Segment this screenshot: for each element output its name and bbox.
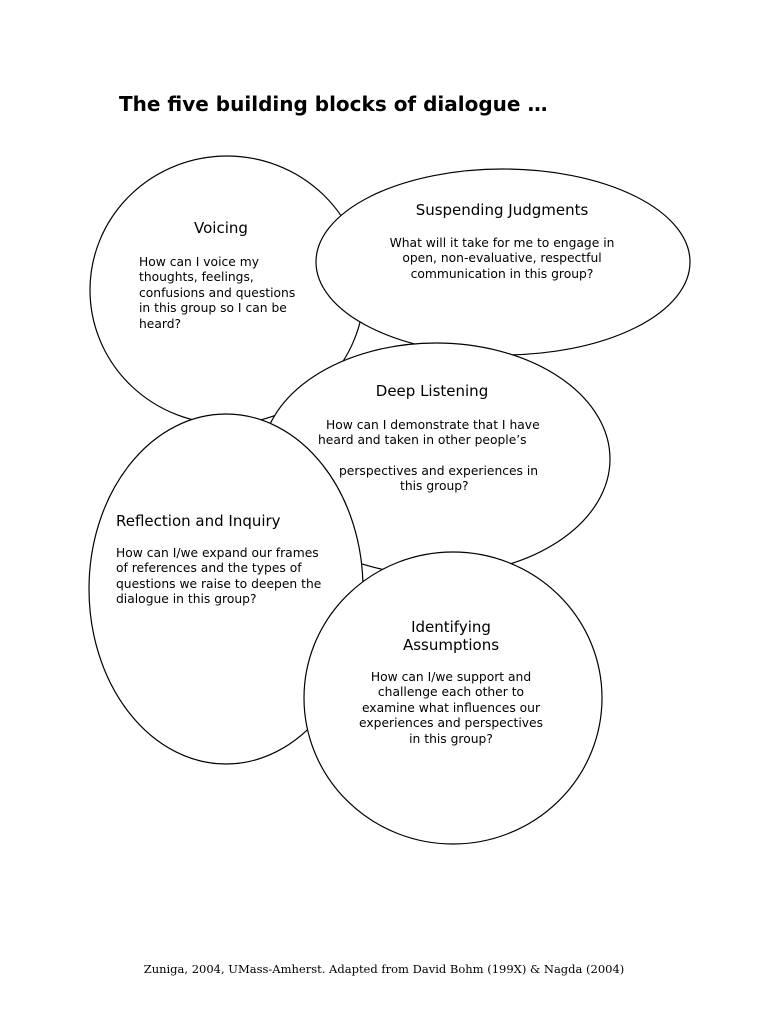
listening-line: heard and taken in other people’s — [318, 433, 527, 448]
reflection-line: of references and the types of — [116, 561, 302, 576]
assumptions-line: experiences and perspectives — [359, 716, 543, 731]
listening-line: perspectives and experiences in — [339, 463, 539, 478]
suspending-line: communication in this group? — [410, 266, 594, 281]
reflection-line: dialogue in this group? — [116, 592, 257, 607]
reflection-line: questions we raise to deepen the — [116, 576, 322, 591]
voicing-line: in this group so I can be — [139, 301, 287, 316]
voicing-line: thoughts, feelings, — [139, 270, 254, 285]
reflection-inquiry-text: How can I/we expand our frames of refere… — [116, 546, 321, 608]
reflection-inquiry-heading: Reflection and Inquiry — [116, 512, 281, 530]
assumptions-line: challenge each other to — [377, 685, 525, 700]
assumptions-line: examine what influences our — [361, 700, 541, 715]
deep-listening-text: How can I demonstrate that I have heard … — [318, 418, 558, 495]
listening-line: How can I demonstrate that I have — [326, 418, 540, 432]
suspending-line: open, non-evaluative, respectful — [402, 251, 602, 266]
assumptions-line: in this group? — [409, 731, 493, 746]
suspending-judgments-heading: Suspending Judgments — [415, 201, 589, 219]
page-title: The five building blocks of dialogue … — [119, 92, 548, 116]
voicing-line: heard? — [139, 316, 182, 331]
identifying-assumptions-oval — [303, 551, 603, 845]
reflection-line: How can I/we expand our frames — [116, 546, 319, 560]
assumptions-heading-line: Assumptions — [402, 636, 500, 654]
voicing-heading: Voicing — [194, 219, 248, 237]
identifying-assumptions-heading: Identifying Assumptions — [351, 618, 551, 654]
voicing-line: confusions and questions — [139, 285, 296, 300]
suspending-line: What will it take for me to engage in — [389, 236, 615, 250]
assumptions-line: How can I/we support and — [370, 670, 532, 684]
voicing-line: How can I voice my — [139, 255, 259, 269]
deep-listening-heading: Deep Listening — [375, 382, 489, 400]
assumptions-heading-line: Identifying — [411, 618, 491, 636]
citation-footer: Zuniga, 2004, UMass-Amherst. Adapted fro… — [143, 962, 625, 976]
suspending-judgments-text: What will it take for me to engage in op… — [352, 236, 652, 282]
listening-line: this group? — [400, 479, 469, 494]
voicing-text: How can I voice my thoughts, feelings, c… — [139, 255, 295, 332]
identifying-assumptions-text: How can I/we support and challenge each … — [336, 670, 566, 747]
